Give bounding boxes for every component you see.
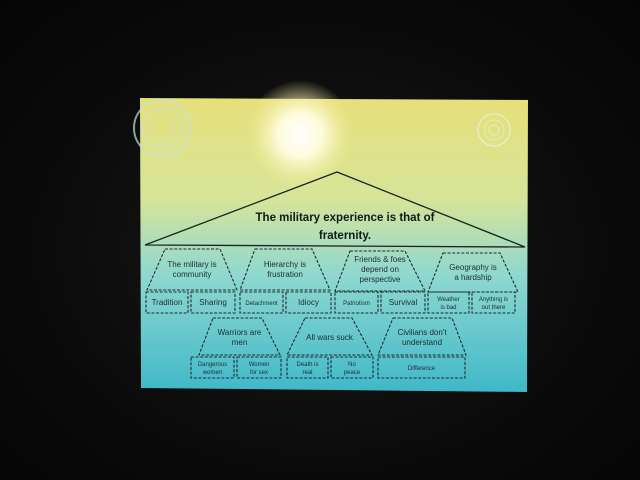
item-label: Idiocy	[298, 298, 319, 307]
item-label: Survival	[389, 298, 418, 307]
item-label: Detachment	[245, 301, 278, 307]
theme-label: depend on	[361, 265, 399, 274]
theme-trapezoid	[146, 248, 238, 291]
item-label: Death is	[296, 362, 318, 368]
item-box	[190, 356, 235, 379]
item-box	[330, 356, 374, 379]
decorative-rings-left	[133, 99, 191, 157]
item-label: Women	[249, 362, 270, 368]
item-label: women	[202, 370, 222, 376]
sun-glow	[245, 80, 355, 190]
item-box	[334, 291, 379, 314]
theme-label: Hierarchy is	[264, 260, 306, 269]
item-label: real	[302, 370, 312, 376]
theme-trapezoid	[198, 317, 281, 356]
item-label: Anything is	[479, 297, 508, 303]
theme-label: The military is	[167, 260, 216, 269]
item-label: Weather	[437, 297, 460, 303]
theme-label: perspective	[360, 275, 401, 284]
theme-label: understand	[402, 338, 442, 347]
theme-label: Geography is	[449, 263, 497, 272]
item-box	[471, 291, 516, 314]
item-label: Tradition	[152, 298, 183, 307]
theme-label: All wars suck	[306, 333, 354, 342]
pyramid-title-line-2: fraternity.	[319, 230, 371, 242]
item-box	[286, 356, 329, 379]
theme-trapezoid	[239, 248, 331, 291]
theme-label: Civilians don't	[397, 328, 447, 337]
item-label: peace	[344, 370, 361, 376]
theme-trapezoid	[334, 250, 426, 292]
item-label: Difference	[408, 366, 436, 372]
theme-trapezoid	[427, 252, 519, 293]
item-box	[427, 291, 470, 314]
item-label: Patriotism	[343, 301, 370, 307]
item-label: is bad	[440, 305, 456, 311]
pyramid-top-triangle	[144, 171, 526, 248]
theme-trapezoid	[377, 317, 467, 356]
pyramid-title-line-1: The military experience is that of	[256, 212, 435, 224]
theme-label: community	[173, 270, 212, 279]
item-label: Dangerous	[198, 362, 227, 368]
theme-trapezoid	[286, 317, 373, 356]
theme-label: men	[232, 338, 248, 347]
item-label: for sex	[250, 370, 268, 376]
decorative-rings-right	[477, 113, 511, 147]
item-box	[377, 356, 466, 379]
item-label: No	[348, 362, 356, 368]
theme-label: a hardship	[454, 273, 492, 282]
item-box	[285, 291, 332, 314]
theme-label: frustration	[267, 270, 303, 279]
item-box	[239, 291, 284, 314]
item-box	[145, 291, 189, 314]
item-label: Sharing	[199, 298, 227, 307]
item-label: out there	[482, 305, 506, 311]
theme-label: Friends & foes	[354, 255, 406, 264]
theme-label: Warriors are	[218, 328, 262, 337]
